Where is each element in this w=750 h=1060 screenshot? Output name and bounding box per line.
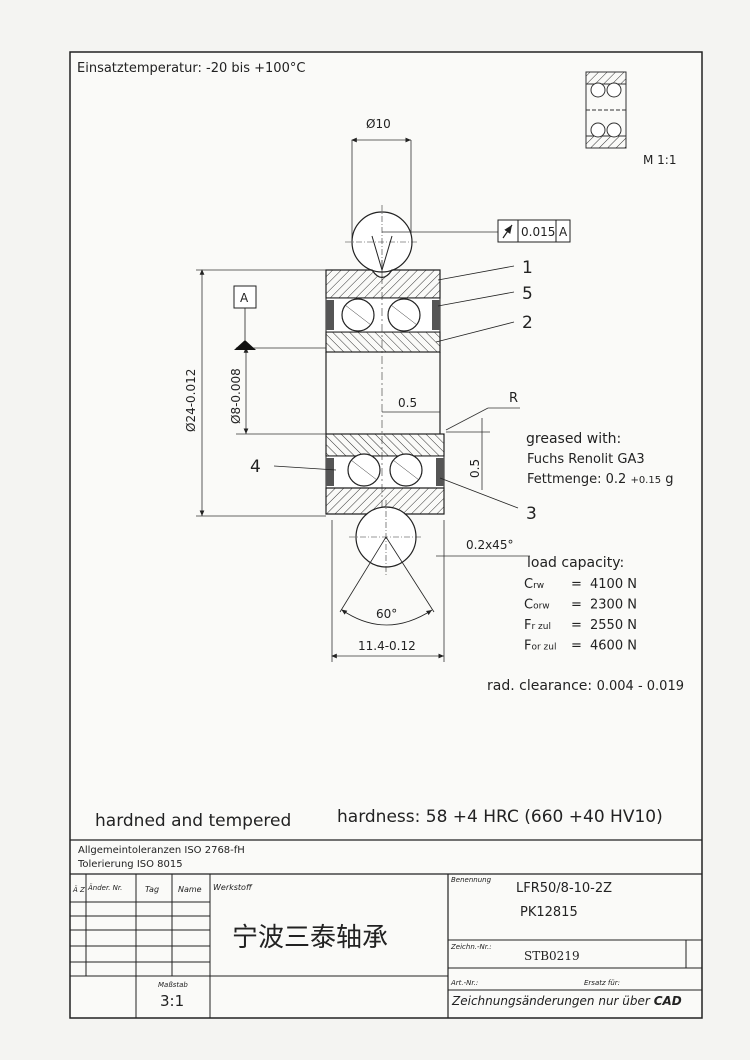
hardening-note: hardned and tempered [95, 811, 291, 831]
callout-4: 4 [250, 457, 261, 477]
runout-datum: A [559, 225, 568, 239]
art-nr-label: Art.-Nr.: [450, 979, 478, 987]
bearing-upper-section [325, 269, 441, 353]
dim-outer-diameter: Ø24-0.012 [184, 369, 198, 432]
col-name: Name [178, 885, 202, 894]
ersatz-label: Ersatz für: [584, 979, 620, 987]
callout-3: 3 [526, 504, 537, 524]
drawing-number: STB0219 [524, 949, 580, 963]
datum-label: A [240, 291, 249, 305]
load-value: 2300 N [590, 598, 637, 613]
small-bearing-icon [585, 71, 627, 149]
callout-2: 2 [522, 313, 533, 333]
part-name: LFR50/8-10-2Z [516, 881, 612, 896]
load-value: 2550 N [590, 618, 637, 633]
grease-amount: Fettmenge: 0.2 +0.15 g [527, 472, 674, 487]
dim-bore-diameter: Ø8-0.008 [229, 368, 243, 424]
load-symbol: Fr zul [524, 618, 551, 633]
load-value: 4100 N [590, 577, 637, 592]
load-symbol: Crw [524, 577, 544, 592]
grease-title: greased with: [526, 431, 621, 447]
scale-value: 3:1 [160, 992, 184, 1010]
general-tolerance: Allgemeintoleranzen ISO 2768-fH [78, 845, 245, 856]
dim-radius: R [509, 391, 518, 406]
massstab-label: Maßstab [158, 981, 188, 989]
runout-value: 0.015 [521, 225, 555, 239]
cad-footer: Zeichnungsänderungen nur über CAD [451, 994, 682, 1008]
radial-clearance: rad. clearance: 0.004 - 0.019 [487, 678, 684, 694]
dim-05-v: 0.5 [468, 459, 482, 478]
dim-angle: 60° [376, 607, 397, 621]
load-symbol: Corw [524, 598, 550, 613]
load-table: Crw = 4100 N Corw = 2300 N Fr zul = 2550 N For zu… [524, 577, 637, 654]
runout-tolerance-frame: 0.015 A [497, 219, 571, 243]
werkstoff-label: Werkstoff [213, 883, 253, 892]
load-equals: = [571, 598, 582, 613]
scale-small-label: M 1:1 [643, 153, 676, 167]
load-equals: = [571, 618, 582, 633]
dim-chamfer: 0.2x45° [466, 538, 513, 552]
callout-1: 1 [522, 258, 533, 278]
temperature-note: Einsatztemperatur: -20 bis +100°C [77, 61, 305, 76]
hardness-note: hardness: 58 +4 HRC (660 +40 HV10) [337, 807, 663, 827]
benennung-label: Benennung [451, 876, 492, 884]
tolerancing-standard: Tolerierung ISO 8015 [77, 859, 183, 870]
col-tag: Tag [145, 885, 159, 894]
zeichn-label: Zeichn.-Nr.: [450, 943, 492, 951]
title-block [70, 839, 702, 1018]
load-equals: = [571, 639, 582, 654]
dim-top-diameter: Ø10 [366, 117, 391, 131]
dim-05-h: 0.5 [398, 396, 417, 410]
load-value: 4600 N [590, 639, 637, 654]
col-aender: Änder. Nr. [87, 883, 122, 892]
load-equals: = [571, 577, 582, 592]
load-title: load capacity: [527, 555, 624, 571]
load-symbol: For zul [524, 639, 556, 654]
bearing-lower-section [325, 433, 445, 515]
grease-type: Fuchs Renolit GA3 [527, 452, 645, 467]
company-name: 宁波三泰轴承 [232, 923, 388, 953]
dim-width: 11.4-0.12 [358, 639, 416, 653]
callout-5: 5 [522, 284, 533, 304]
part-code: PK12815 [520, 905, 578, 920]
col-az: Ä Z [72, 885, 85, 894]
